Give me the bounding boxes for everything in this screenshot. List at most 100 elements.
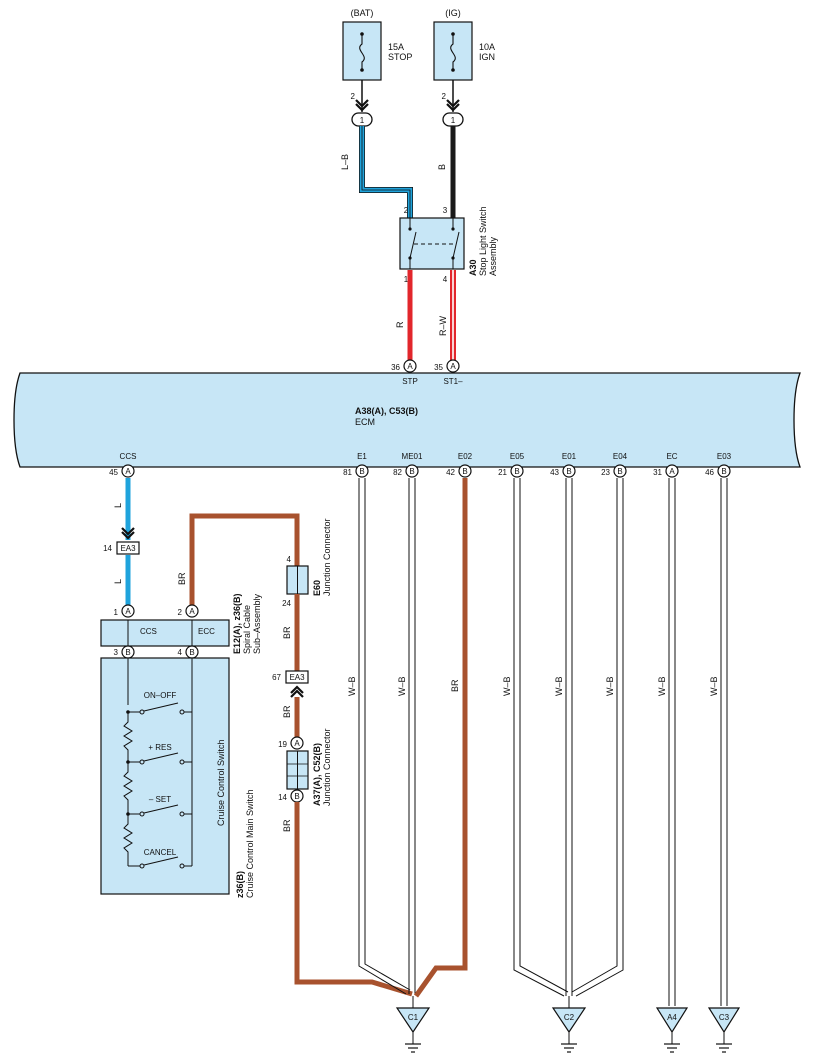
fuse-stop-chevron bbox=[355, 99, 369, 112]
ecm-pin-36-number: 36 bbox=[391, 363, 400, 372]
ecm-term-e02: E02 bbox=[458, 452, 473, 461]
spiral-name-1: Spiral Cable bbox=[242, 605, 252, 654]
junction-stop-number: 1 bbox=[360, 116, 365, 125]
ecm-bottom-pin-me01: ME01 82 B bbox=[393, 452, 423, 478]
e60-name: Junction Connector bbox=[322, 518, 332, 596]
cruise-switch-set-blade bbox=[143, 804, 179, 814]
ecm-bottom-pin-ec: EC 31 A bbox=[653, 452, 679, 478]
a37-junction: 19 A 14 B A37(A), C52(B) Junction Connec… bbox=[278, 728, 332, 806]
cruise-switch-box bbox=[100, 657, 230, 895]
e60-id: E60 bbox=[312, 580, 322, 596]
ecm-pin-43-number: 43 bbox=[550, 468, 559, 477]
cruise-switch-cancel-contact bbox=[139, 863, 145, 869]
wire-l-upper-label: L bbox=[113, 503, 123, 508]
wire-br-a37 bbox=[294, 802, 413, 997]
ea3-top-pin: 14 bbox=[103, 544, 112, 553]
fuse-stop-symbol bbox=[359, 34, 365, 70]
wire-wb-e05-a bbox=[513, 478, 565, 997]
ground-c3-triangle bbox=[707, 1007, 741, 1034]
wire-wb-e1-a bbox=[358, 478, 407, 995]
spiral-pin-1-number: 1 bbox=[114, 608, 119, 617]
a37-pin-top: 19 bbox=[278, 740, 287, 749]
wire-wb-e1-b bbox=[364, 478, 411, 991]
sls-contact-in-left bbox=[408, 227, 412, 231]
sls-pin-4: 4 bbox=[443, 275, 448, 284]
wire-wb-label-e1: W–B bbox=[347, 676, 357, 696]
ecm-pin-81-number: 81 bbox=[343, 468, 352, 477]
ground-c2-label: C2 bbox=[564, 1013, 575, 1022]
sls-switch-blade-right bbox=[452, 231, 460, 259]
switch-label-on-off: ON–OFF bbox=[144, 691, 177, 700]
ecm-pin-81-conn: B bbox=[359, 467, 364, 476]
ecm-body bbox=[13, 372, 801, 468]
ecm-pin-45-number: 45 bbox=[109, 468, 118, 477]
spiral-cable-box bbox=[100, 619, 230, 647]
sls-name-2: Assembly bbox=[488, 236, 498, 276]
wire-lb bbox=[359, 126, 413, 218]
wire-br-ea3-label: BR bbox=[282, 705, 292, 718]
wire-lb-outline bbox=[359, 126, 413, 218]
wire-wb-e05-b bbox=[519, 478, 569, 993]
fuse-ign-symbol bbox=[450, 34, 456, 70]
spiral-name-2: Sub–Assembly bbox=[252, 593, 262, 654]
ecm-pin-21-circle bbox=[510, 464, 524, 478]
fuse-ign-rating: 10A bbox=[479, 42, 495, 52]
ecm-pin-82-circle bbox=[405, 464, 419, 478]
spiral-pin-3-number: 3 bbox=[114, 648, 119, 657]
a37-pin-top-circle bbox=[290, 736, 304, 750]
ecm-pin-35-circle bbox=[446, 359, 460, 373]
ecm-pin-31-number: 31 bbox=[653, 468, 662, 477]
wire-wb-label-ec: W–B bbox=[657, 676, 667, 696]
ecm-term-e03: E03 bbox=[717, 452, 732, 461]
ecm-term-me01: ME01 bbox=[402, 452, 423, 461]
ecm-pin-36-conn: A bbox=[407, 362, 413, 371]
cruise-switch-onoff-blade bbox=[143, 702, 179, 712]
ecm-pin-46-circle bbox=[717, 464, 731, 478]
ecm-pin-43-conn: B bbox=[566, 467, 571, 476]
ecm-pin-36-circle bbox=[403, 359, 417, 373]
spiral-cable: 1 A 2 A CCS ECC 3 B 4 B E12(A), z36(B) S… bbox=[100, 593, 262, 659]
a37-conn-bottom: B bbox=[294, 792, 299, 801]
spiral-pin-1-conn: A bbox=[125, 607, 131, 616]
ea3-bottom-chevron bbox=[290, 685, 304, 698]
wire-wb-label-e01: W–B bbox=[554, 676, 564, 696]
spiral-id: E12(A), z36(B) bbox=[232, 593, 242, 654]
resistor-2 bbox=[123, 762, 133, 814]
fuse-ign-terminal-a bbox=[451, 32, 455, 36]
ground-wires bbox=[358, 478, 728, 1006]
ecm-term-e01: E01 bbox=[562, 452, 577, 461]
ecm-pin-23-conn: B bbox=[617, 467, 622, 476]
junction-ign-number: 1 bbox=[451, 116, 456, 125]
ecm-id: A38(A), C53(B) bbox=[355, 406, 418, 416]
ecm-pin-23-circle bbox=[613, 464, 627, 478]
ecm-pin-43-circle bbox=[562, 464, 576, 478]
ecm-bottom-pin-e04: E04 23 B bbox=[601, 452, 628, 478]
ecm-pin-45-circle bbox=[121, 464, 135, 478]
wire-lb-stripe bbox=[361, 126, 411, 218]
ecm-pin-81-circle bbox=[355, 464, 369, 478]
a37-pin-bottom: 14 bbox=[278, 793, 287, 802]
a37-conn-top: A bbox=[294, 739, 300, 748]
cruise-switch-cancel-blade bbox=[143, 856, 179, 866]
ecm-pin-21-conn: B bbox=[514, 467, 519, 476]
fuse-ign-terminal-b bbox=[451, 68, 455, 72]
wire-br-e02-label: BR bbox=[450, 679, 460, 692]
ecm-term-ccs: CCS bbox=[120, 452, 137, 461]
fuse-stop-terminal-a bbox=[360, 32, 364, 36]
spiral-pin-2-number: 2 bbox=[178, 608, 183, 617]
ecm-pin-31-conn: A bbox=[669, 467, 675, 476]
a37-name: Junction Connector bbox=[322, 728, 332, 806]
fuse-ign: (IG) 10A IGN 2 bbox=[433, 8, 495, 101]
ecm-pin-42-circle bbox=[458, 464, 472, 478]
ecm-bottom-pin-e05: E05 21 B bbox=[498, 452, 525, 478]
ecm-pin-82-number: 82 bbox=[393, 468, 402, 477]
ecm-top-pin-stp: 36 A STP bbox=[391, 359, 418, 386]
ea3-top-box bbox=[116, 541, 140, 555]
ecm-pin-46-conn: B bbox=[721, 467, 726, 476]
cruise-switch-set-contact bbox=[139, 811, 145, 817]
spiral-pin-4-number: 4 bbox=[178, 648, 183, 657]
wire-br-ecc-label: BR bbox=[177, 572, 187, 585]
spiral-pin-3-conn: B bbox=[125, 648, 130, 657]
